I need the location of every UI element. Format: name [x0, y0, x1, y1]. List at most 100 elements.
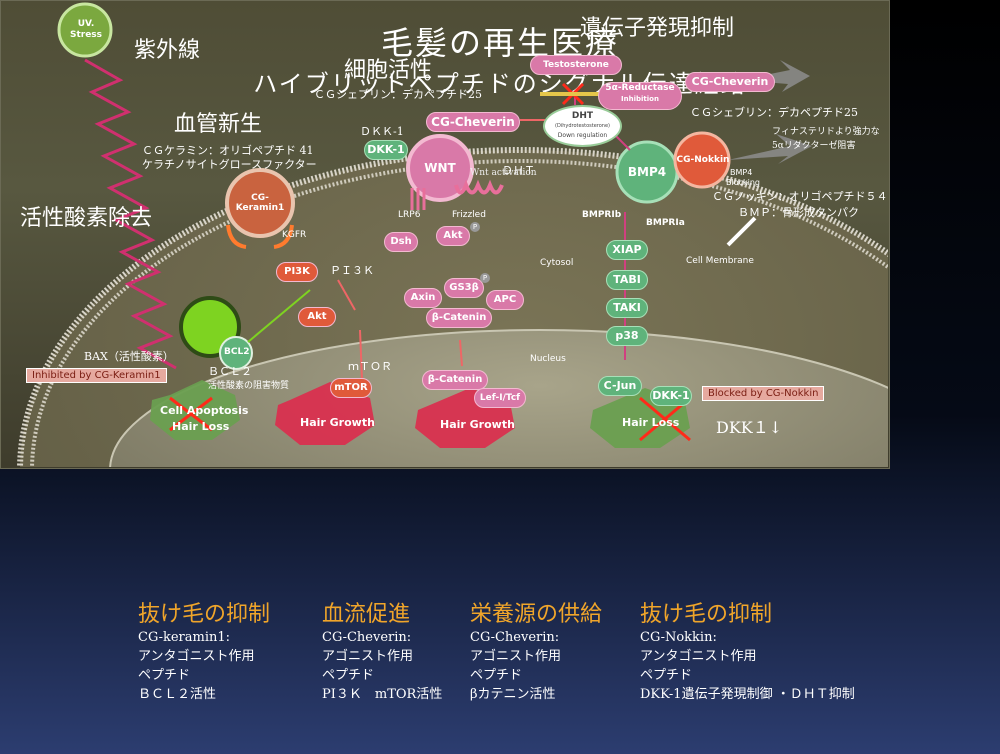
column-2-line-4: PI３Ｋ mTOR活性 [322, 687, 443, 702]
dkk1-node: DKK-1 [364, 140, 408, 160]
kgfr-label: KGFR [282, 230, 307, 240]
hair-loss-label-2: Hair Loss [622, 416, 680, 429]
bmprib-label: BMPRIb [582, 210, 622, 220]
dht-label: ＤＨＴ [502, 164, 535, 177]
column-3-line-4: βカテニン活性 [470, 687, 556, 702]
phospho-marker-1: P [470, 222, 480, 232]
cell-apoptosis-label: Cell Apoptosis [160, 404, 249, 417]
nokkin-node: CG-Nokkin [676, 155, 730, 165]
lrp6-label: LRP6 [398, 210, 421, 220]
column-3-line-3: ペプチド [470, 668, 523, 683]
bcl2-jp-label: ＢＣＬ２ [208, 365, 252, 378]
dkk1-label: ＤＫＫ-1 [360, 125, 404, 138]
column-1-line-3: ペプチド [138, 668, 191, 683]
column-3: 栄養源の供給 CG-Cheverin: アゴニスト作用 ペプチド βカテニン活性 [470, 596, 602, 704]
p38-node: p38 [606, 326, 648, 346]
tabi-node: TABI [606, 270, 648, 290]
pathway-diagram: UV. Stress 紫外線 細胞活性 ＣＧシェブリン：デカペプチド25 血管新… [0, 0, 890, 469]
column-3-line-1: CG-Cheverin: [470, 630, 560, 645]
inhibited-tag: Inhibited by CG-Keramin1 [26, 368, 167, 383]
blocked-tag: Blocked by CG-Nokkin [702, 386, 825, 401]
column-1-line-4: ＢＣＬ２活性 [138, 687, 217, 702]
column-4-line-3: ペプチド [640, 668, 693, 683]
testosterone-node: Testosterone [530, 55, 622, 75]
wnt-circle [406, 134, 474, 202]
hair-growth-label-1: Hair Growth [300, 416, 375, 429]
column-1-heading: 抜け毛の抑制 [138, 602, 271, 627]
nucleus-label: Nucleus [530, 354, 566, 364]
cg-keramin-label: ＣＧケラミン：オリゴペプチド 41 [142, 144, 314, 157]
uv-stress-circle [57, 2, 113, 58]
axin-node: Axin [404, 288, 442, 308]
a5-reductase-label: 5αリダクターゼ阻害 [772, 141, 856, 151]
column-2-line-3: ペプチド [322, 668, 375, 683]
column-2-line-1: CG-Cheverin: [322, 630, 412, 645]
phospho-marker-2: P [480, 273, 490, 283]
column-2-line-2: アゴニスト作用 [322, 649, 414, 664]
column-1-line-1: CG-keramin1: [138, 630, 231, 645]
uv-stress-label: UV. Stress [69, 18, 103, 40]
dkk1-down-label: DKK１↓ [716, 418, 783, 437]
hair-growth-label-2: Hair Growth [440, 418, 515, 431]
column-4-line-4: DKK-1遺伝子発現制御 ・ＤＨＴ抑制 [640, 687, 855, 702]
shigaisen-label: 紫外線 [134, 38, 201, 63]
keramin-node: CG-Keramin1 [235, 193, 285, 213]
taki-node: TAKI [606, 298, 648, 318]
cg-cheverin-node: CG-Cheverin [426, 112, 520, 132]
pi3k-label: ＰＩ３Ｋ [330, 264, 374, 277]
frizzled-label: Frizzled [452, 210, 486, 220]
hair-loss-label-1: Hair Loss [172, 420, 230, 433]
cg-chevrin-label: ＣＧシェブリン：デカペプチド25 [314, 88, 482, 101]
cg-cheverin-top-node: CG-Cheverin [685, 72, 775, 92]
finasteride-label: フィナステリドより強力な [772, 127, 880, 137]
nokkin-circle [673, 131, 731, 189]
cell-membrane-label: Cell Membrane [686, 256, 754, 266]
column-1: 抜け毛の抑制 CG-keramin1: アンタゴニスト作用 ペプチド ＢＣＬ２活… [138, 596, 270, 704]
b-catenin-nucleus-node: β-Catenin [422, 370, 488, 390]
bmp-label: ＢＭＰ：骨形成タンパク [738, 206, 859, 219]
b-catenin-node: β-Catenin [426, 308, 492, 328]
cg-chevrin-label-2: ＣＧシェブリン：デカペプチド25 [690, 106, 858, 119]
bcl2-label: BCL2 [224, 347, 250, 357]
column-2: 血流促進 CG-Cheverin: アゴニスト作用 ペプチド PI３Ｋ mTOR… [322, 596, 442, 704]
gs3b-node: GS3β [444, 278, 484, 298]
wnt-activation-label: Wnt activation [470, 168, 537, 178]
keratinocyte-label: ケラチノサイトグロースファクター [142, 158, 317, 171]
column-4-line-1: CG-Nokkin: [640, 630, 717, 645]
mtor-node: mTOR [330, 378, 372, 398]
blocking-label: Blocking [726, 178, 761, 187]
column-1-line-2: アンタゴニスト作用 [138, 649, 255, 664]
akt-node-1: Akt [436, 226, 470, 246]
mtor-label: ｍＴＯＲ [348, 360, 392, 373]
cg-nokkin-jp-label: ＣＧノッキン：オリゴペプチド５４ [712, 190, 888, 203]
akt-node-2: Akt [298, 307, 336, 327]
cjun-node: C-Jun [598, 376, 642, 396]
column-3-heading: 栄養源の供給 [470, 602, 603, 627]
lef-node: Lef-I/Tcf [474, 388, 526, 408]
pi3k-node: PI3K [276, 262, 318, 282]
bcl2-circle [219, 336, 253, 370]
column-3-line-2: アゴニスト作用 [470, 649, 562, 664]
idenshi-yokusei-label: 遺伝子発現抑制 [580, 16, 735, 41]
kekkan-shinsei-label: 血管新生 [174, 112, 263, 137]
bax-label: BAX（活性酸素） [84, 350, 174, 363]
keramin-circle [225, 168, 295, 238]
dsh-node: Dsh [384, 232, 418, 252]
cytosol-label: Cytosol [540, 258, 574, 268]
kassei-sanso-label: 活性酸素除去 [20, 206, 153, 231]
bmpria-label: BMPRIa [646, 218, 685, 228]
bmp4-node: BMP4 [627, 165, 667, 179]
dkk1-nucleus-node: DKK-1 [650, 386, 692, 406]
column-2-heading: 血流促進 [322, 602, 411, 627]
saibou-kassei-label: 細胞活性 [344, 58, 433, 83]
uv-wave [84, 58, 177, 370]
wnt-node: WNT [424, 161, 456, 175]
apc-node: APC [486, 290, 524, 310]
column-4-heading: 抜け毛の抑制 [640, 602, 773, 627]
column-4: 抜け毛の抑制 CG-Nokkin: アンタゴニスト作用 ペプチド DKK-1遺伝… [640, 596, 855, 704]
xiap-node: XIAP [606, 240, 648, 260]
bmp4-blocking-label: BMP4 [730, 168, 753, 177]
column-4-line-2: アンタゴニスト作用 [640, 649, 757, 664]
dht-node: DHT (Dihydrotestosterone) Down regulatio… [543, 105, 622, 147]
